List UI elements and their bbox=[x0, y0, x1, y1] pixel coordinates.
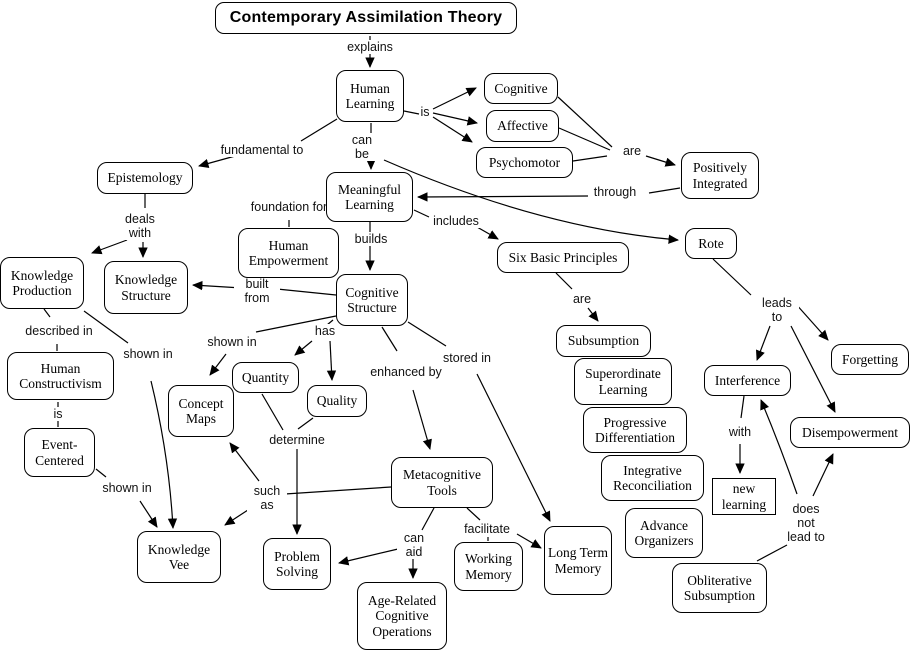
node-interference[interactable]: Interference bbox=[704, 365, 791, 396]
node-working-memory[interactable]: Working Memory bbox=[454, 542, 523, 591]
link-label-such-as[interactable]: such as bbox=[247, 484, 287, 512]
node-progressive-differentiation[interactable]: Progressive Differentiation bbox=[583, 407, 687, 453]
node-metacognitive-tools[interactable]: Metacognitive Tools bbox=[391, 457, 493, 508]
node-long-term-memory[interactable]: Long Term Memory bbox=[544, 526, 612, 595]
link-label-enhanced-by[interactable]: enhanced by bbox=[367, 365, 445, 379]
node-obliterative-subsumption[interactable]: Obliterative Subsumption bbox=[672, 563, 767, 613]
node-quantity[interactable]: Quantity bbox=[232, 362, 299, 393]
node-affective[interactable]: Affective bbox=[486, 110, 559, 142]
node-knowledge-structure[interactable]: Knowledge Structure bbox=[104, 261, 188, 314]
link-label-facilitate[interactable]: facilitate bbox=[463, 522, 511, 536]
link-label-builds[interactable]: builds bbox=[353, 232, 389, 246]
link-label-foundation-for[interactable]: foundation for bbox=[245, 200, 333, 214]
node-disempowerment[interactable]: Disempowerment bbox=[790, 417, 910, 448]
node-advance-organizers[interactable]: Advance Organizers bbox=[625, 508, 703, 558]
node-six-basic-principles[interactable]: Six Basic Principles bbox=[497, 242, 629, 273]
link-label-can-be[interactable]: can be bbox=[346, 133, 378, 161]
node-human-learning[interactable]: Human Learning bbox=[336, 70, 404, 122]
node-knowledge-production[interactable]: Knowledge Production bbox=[0, 257, 84, 309]
link-label-are[interactable]: are bbox=[621, 144, 643, 158]
node-quality[interactable]: Quality bbox=[307, 385, 367, 417]
node-rote[interactable]: Rote bbox=[685, 228, 737, 259]
link-label-does-not-lead-to[interactable]: does not lead to bbox=[786, 502, 826, 544]
link-label-built-from[interactable]: built from bbox=[234, 277, 280, 305]
node-cognitive[interactable]: Cognitive bbox=[484, 73, 558, 104]
link-label-includes[interactable]: includes bbox=[432, 214, 480, 228]
edge-lines bbox=[43, 36, 836, 579]
link-label-leads-to[interactable]: leads to bbox=[755, 296, 799, 324]
node-human-empowerment[interactable]: Human Empowerment bbox=[238, 228, 339, 278]
node-age-related-cognitive-operations[interactable]: Age-Related Cognitive Operations bbox=[357, 582, 447, 650]
node-superordinate-learning[interactable]: Superordinate Learning bbox=[574, 358, 672, 405]
link-label-with[interactable]: with bbox=[727, 425, 753, 439]
link-label-deals-with[interactable]: deals with bbox=[116, 212, 164, 240]
link-label-described-in[interactable]: described in bbox=[20, 324, 98, 338]
node-new-learning[interactable]: new learning bbox=[712, 478, 776, 515]
link-label-is-2[interactable]: is bbox=[52, 407, 64, 421]
node-knowledge-vee[interactable]: Knowledge Vee bbox=[137, 531, 221, 583]
node-cognitive-structure[interactable]: Cognitive Structure bbox=[336, 274, 408, 326]
link-label-explains[interactable]: explains bbox=[346, 40, 394, 54]
node-subsumption[interactable]: Subsumption bbox=[556, 325, 651, 357]
link-label-shown-in-1[interactable]: shown in bbox=[121, 347, 175, 361]
link-label-determine[interactable]: determine bbox=[268, 433, 326, 447]
node-meaningful-learning[interactable]: Meaningful Learning bbox=[326, 172, 413, 222]
link-label-are-2[interactable]: are bbox=[571, 292, 593, 306]
node-epistemology[interactable]: Epistemology bbox=[97, 162, 193, 194]
link-label-shown-in-3[interactable]: shown in bbox=[100, 481, 154, 495]
link-label-stored-in[interactable]: stored in bbox=[442, 351, 492, 365]
map-title[interactable]: Contemporary Assimilation Theory bbox=[215, 2, 517, 34]
link-label-fundamental-to[interactable]: fundamental to bbox=[215, 143, 309, 157]
link-label-is[interactable]: is bbox=[419, 105, 431, 119]
node-human-constructivism[interactable]: Human Constructivism bbox=[7, 352, 114, 400]
node-concept-maps[interactable]: Concept Maps bbox=[168, 385, 234, 437]
node-positively-integrated[interactable]: Positively Integrated bbox=[681, 152, 759, 199]
node-integrative-reconciliation[interactable]: Integrative Reconciliation bbox=[601, 455, 704, 501]
node-event-centered[interactable]: Event-Centered bbox=[24, 428, 95, 477]
node-psychomotor[interactable]: Psychomotor bbox=[476, 147, 573, 178]
link-label-can-aid[interactable]: can aid bbox=[397, 531, 431, 559]
node-problem-solving[interactable]: Problem Solving bbox=[263, 538, 331, 590]
link-label-shown-in-2[interactable]: shown in bbox=[205, 335, 259, 349]
node-forgetting[interactable]: Forgetting bbox=[831, 344, 909, 375]
link-label-through[interactable]: through bbox=[592, 185, 638, 199]
link-label-has[interactable]: has bbox=[313, 324, 337, 338]
